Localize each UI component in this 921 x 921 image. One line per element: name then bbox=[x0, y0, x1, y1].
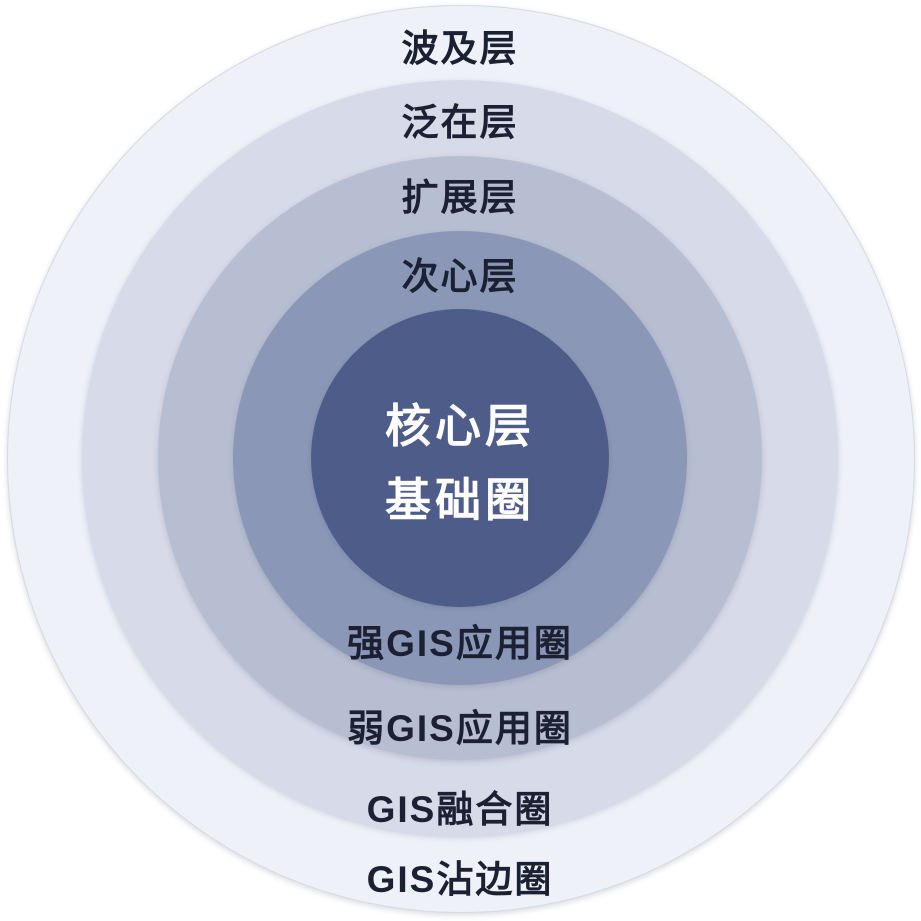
core-label-line2: 基础圈 bbox=[385, 474, 535, 526]
third-ring-bottom-label: 弱GIS应用圈 bbox=[347, 708, 573, 749]
second-ring-bottom-label: GIS融合圈 bbox=[366, 789, 554, 830]
fourth-ring-bottom-label: 强GIS应用圈 bbox=[347, 623, 573, 664]
core-circle bbox=[311, 309, 609, 607]
core-label-line1: 核心层 bbox=[385, 400, 535, 452]
second-ring-top-label: 泛在层 bbox=[401, 102, 519, 143]
fourth-ring-top-label: 次心层 bbox=[401, 256, 519, 297]
outermost-ring-top-label: 波及层 bbox=[401, 28, 519, 69]
third-ring-top-label: 扩展层 bbox=[401, 177, 519, 218]
outermost-ring-bottom-label: GIS沾边圈 bbox=[366, 859, 554, 900]
